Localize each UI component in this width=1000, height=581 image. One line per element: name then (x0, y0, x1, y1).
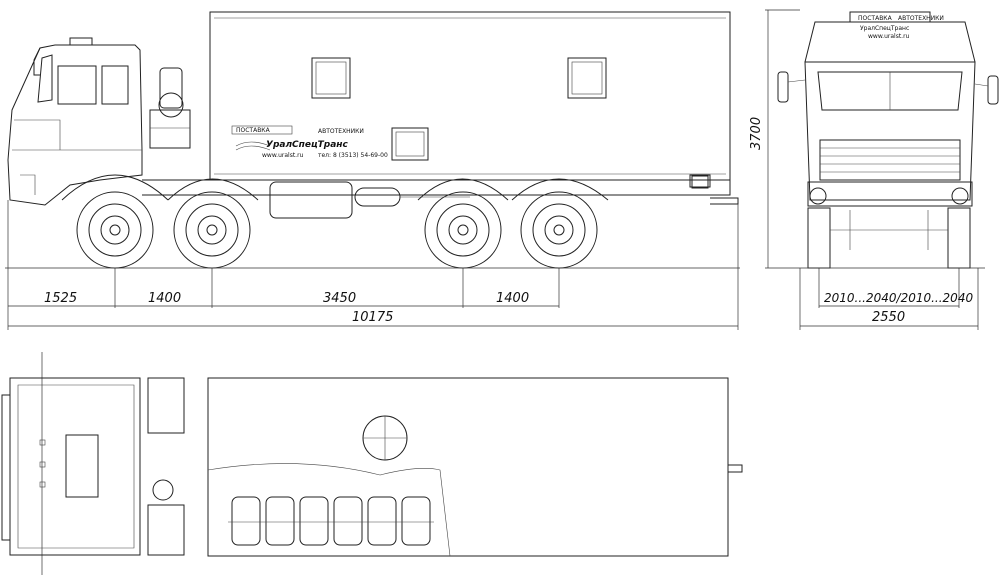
cab-window-side (57, 65, 97, 105)
dim-axle-spacing-1: 1400 (148, 291, 181, 306)
front-wheel-right (947, 207, 971, 269)
wheel-2 (173, 191, 251, 269)
front-supply-label: ПОСТАВКА (858, 15, 893, 22)
mirror (33, 47, 41, 76)
cab-window-front (37, 54, 53, 103)
box-body (209, 11, 731, 188)
dim-overall-width: 2550 (872, 310, 905, 325)
fender-3 (417, 178, 509, 201)
front-mirror-right (987, 75, 999, 105)
top-air-filter (147, 377, 185, 556)
front-cab (804, 61, 976, 201)
supply-label: ПОСТАВКА (236, 127, 271, 134)
top-seats (228, 496, 434, 546)
top-box-body (207, 377, 729, 557)
side-view: ПОСТАВКА АВТОТЕХНИКИ УралСпецТранс тел: … (5, 11, 740, 269)
wheel-4 (520, 191, 598, 269)
dim-height: 3700 (749, 117, 764, 150)
fender-1 (61, 174, 169, 201)
autotech-label: АВТОТЕХНИКИ (318, 128, 364, 135)
dim-front-overhang: 1525 (44, 291, 77, 306)
tow-hitch (710, 197, 739, 205)
box-window-left (311, 57, 351, 99)
top-cab (9, 377, 141, 556)
top-roof-vent (65, 434, 99, 498)
front-grille (819, 139, 961, 181)
box-window-right (567, 57, 607, 99)
cab-window-rear (101, 65, 129, 105)
chassis-frame (142, 175, 739, 219)
rear-light (691, 175, 709, 189)
box-hatch (391, 127, 429, 161)
air-tank (354, 187, 401, 207)
dim-wheelbase-mid: 3450 (323, 291, 356, 306)
cab-outline (7, 44, 143, 206)
front-view: ПОСТАВКА АВТОТЕХНИКИ УралСпецТранс www.u… (765, 11, 999, 269)
front-website-label: www.uralst.ru (868, 33, 910, 40)
front-autotech-label: АВТОТЕХНИКИ (898, 15, 944, 22)
front-wheel-left (807, 207, 831, 269)
air-filter (149, 67, 191, 149)
side-dimensions: 1525 1400 3450 1400 10175 (7, 200, 739, 330)
headlight-left (809, 187, 827, 205)
top-tow-hitch (728, 464, 743, 473)
dim-track-width: 2010...2040/2010...2040 (824, 291, 973, 305)
body-branding: ПОСТАВКА АВТОТЕХНИКИ УралСпецТранс тел: … (231, 125, 388, 159)
website-label: www.uralst.ru (262, 152, 304, 159)
dim-overall-length: 10175 (352, 310, 393, 325)
wheel-1 (76, 191, 154, 269)
fender-4 (511, 178, 609, 201)
fender-2 (167, 178, 259, 201)
front-brand-label: УралСпецТранс (860, 25, 909, 32)
front-windshield (817, 71, 963, 111)
dim-axle-spacing-2: 1400 (496, 291, 529, 306)
brand-label: УралСпецТранс (266, 140, 349, 150)
front-mirror-left (777, 71, 789, 103)
fuel-tank (269, 181, 353, 219)
front-bumper (807, 181, 973, 207)
headlight-right (951, 187, 969, 205)
cab-roof-vent (69, 37, 93, 46)
wheel-3 (424, 191, 502, 269)
phone-label: тел: 8 (3513) 54-69-00 (318, 152, 388, 159)
top-view (1, 352, 743, 575)
front-dimensions: 3700 2010...2040/2010...2040 2550 (749, 9, 979, 330)
